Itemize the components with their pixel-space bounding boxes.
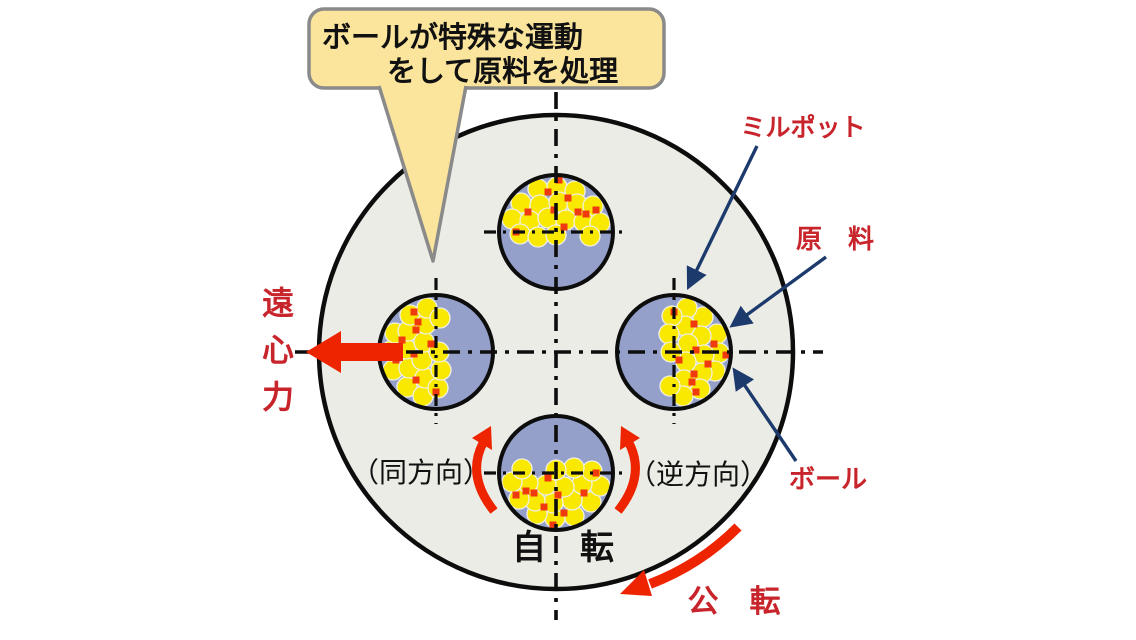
raw-material-grain-right bbox=[690, 370, 698, 378]
raw-material-grain-top bbox=[555, 176, 563, 184]
raw-material-grain-top bbox=[582, 210, 590, 218]
rotation-arrow-left bbox=[472, 440, 498, 514]
centrifugal-arrow bbox=[306, 331, 403, 373]
ball-left bbox=[429, 307, 451, 329]
ball-label: ボール bbox=[789, 464, 867, 494]
raw-material-grain-right bbox=[710, 340, 718, 348]
raw-material-grain-top bbox=[574, 208, 582, 216]
raw-material-grain-top bbox=[560, 223, 568, 231]
raw-material-grain-left bbox=[414, 318, 422, 326]
raw-material-grain-bottom bbox=[560, 509, 568, 517]
raw-material-grain-right bbox=[692, 346, 700, 354]
pointer-lines bbox=[686, 145, 828, 462]
raw-material-grain-right bbox=[722, 351, 730, 359]
balls-layer bbox=[380, 176, 730, 529]
revolution-arrow bbox=[620, 523, 742, 596]
raw-material-grain-right bbox=[690, 320, 698, 328]
raw-material-grain-right bbox=[688, 378, 696, 386]
ball-right bbox=[658, 323, 680, 345]
rotation-arrow-left-head bbox=[472, 426, 492, 450]
speech-bubble-body bbox=[307, 7, 666, 90]
raw-material-grain-left bbox=[412, 376, 420, 384]
raw-material-grain-right bbox=[704, 360, 712, 368]
raw-material-grain-bottom bbox=[580, 489, 588, 497]
raw-material-grain-right bbox=[692, 388, 700, 396]
ball-right bbox=[659, 375, 681, 397]
raw-material-grain-bottom bbox=[544, 474, 552, 482]
same-direction-label: （同方向） bbox=[351, 457, 491, 488]
centrifugal-force-label: 遠心力 bbox=[258, 286, 294, 427]
speech-bubble-tail bbox=[377, 85, 468, 263]
mill-pot-pointer-line bbox=[686, 145, 759, 290]
mill-pot-label: ミルポット bbox=[740, 113, 865, 142]
raw-material-grain-left bbox=[432, 388, 440, 396]
ball-bottom bbox=[563, 457, 585, 479]
revolution-arrow-arc bbox=[648, 523, 742, 589]
raw-material-grain-left bbox=[410, 308, 418, 316]
revolution-arrow-head bbox=[620, 570, 652, 596]
rotation-arrow-right bbox=[614, 440, 640, 514]
speech-bubble: ボールが特殊な運動 をして原料を処理 bbox=[307, 7, 666, 263]
ball-pointer-line bbox=[732, 367, 798, 462]
raw-material-grain-right bbox=[675, 356, 683, 364]
ball-top bbox=[527, 226, 549, 248]
raw-material-grain-bottom bbox=[549, 521, 557, 529]
raw-material-grain-left bbox=[398, 336, 406, 344]
raw-material-grain-bottom bbox=[554, 491, 562, 499]
raw-material-grain-bottom bbox=[540, 503, 548, 511]
raw-material-grain-left bbox=[412, 326, 420, 334]
raw-material-pointer-line bbox=[729, 255, 828, 328]
raw-material-grain-left bbox=[427, 340, 435, 348]
raw-material-grain-bottom bbox=[512, 491, 520, 499]
ball-bottom bbox=[511, 458, 533, 480]
rotation-arrow-right-head bbox=[620, 426, 640, 450]
revolution-label: 公 転 bbox=[688, 584, 781, 619]
raw-material-grain-bottom bbox=[530, 489, 538, 497]
reverse-direction-label: （逆方向） bbox=[628, 459, 768, 490]
raw-material-grain-bottom bbox=[522, 487, 530, 495]
rotation-arrows bbox=[472, 426, 640, 514]
bubble-text-line2: をして原料を処理 bbox=[387, 55, 618, 88]
raw-material-grain-top bbox=[524, 208, 532, 216]
raw-material-grain-top bbox=[544, 188, 552, 196]
raw-material-grain-left bbox=[410, 350, 418, 358]
raw-material-grain-top bbox=[564, 194, 572, 202]
raw-material-grain-bottom bbox=[592, 469, 600, 477]
ball-left bbox=[430, 359, 452, 381]
raw-material-grain-top bbox=[592, 206, 600, 214]
raw-material-grain-top bbox=[550, 206, 558, 214]
rotation-label: 自 転 bbox=[512, 529, 614, 567]
bubble-text-line1: ボールが特殊な運動 bbox=[322, 20, 583, 54]
ball-top bbox=[579, 225, 601, 247]
raw-material-label: 原 料 bbox=[796, 224, 874, 254]
